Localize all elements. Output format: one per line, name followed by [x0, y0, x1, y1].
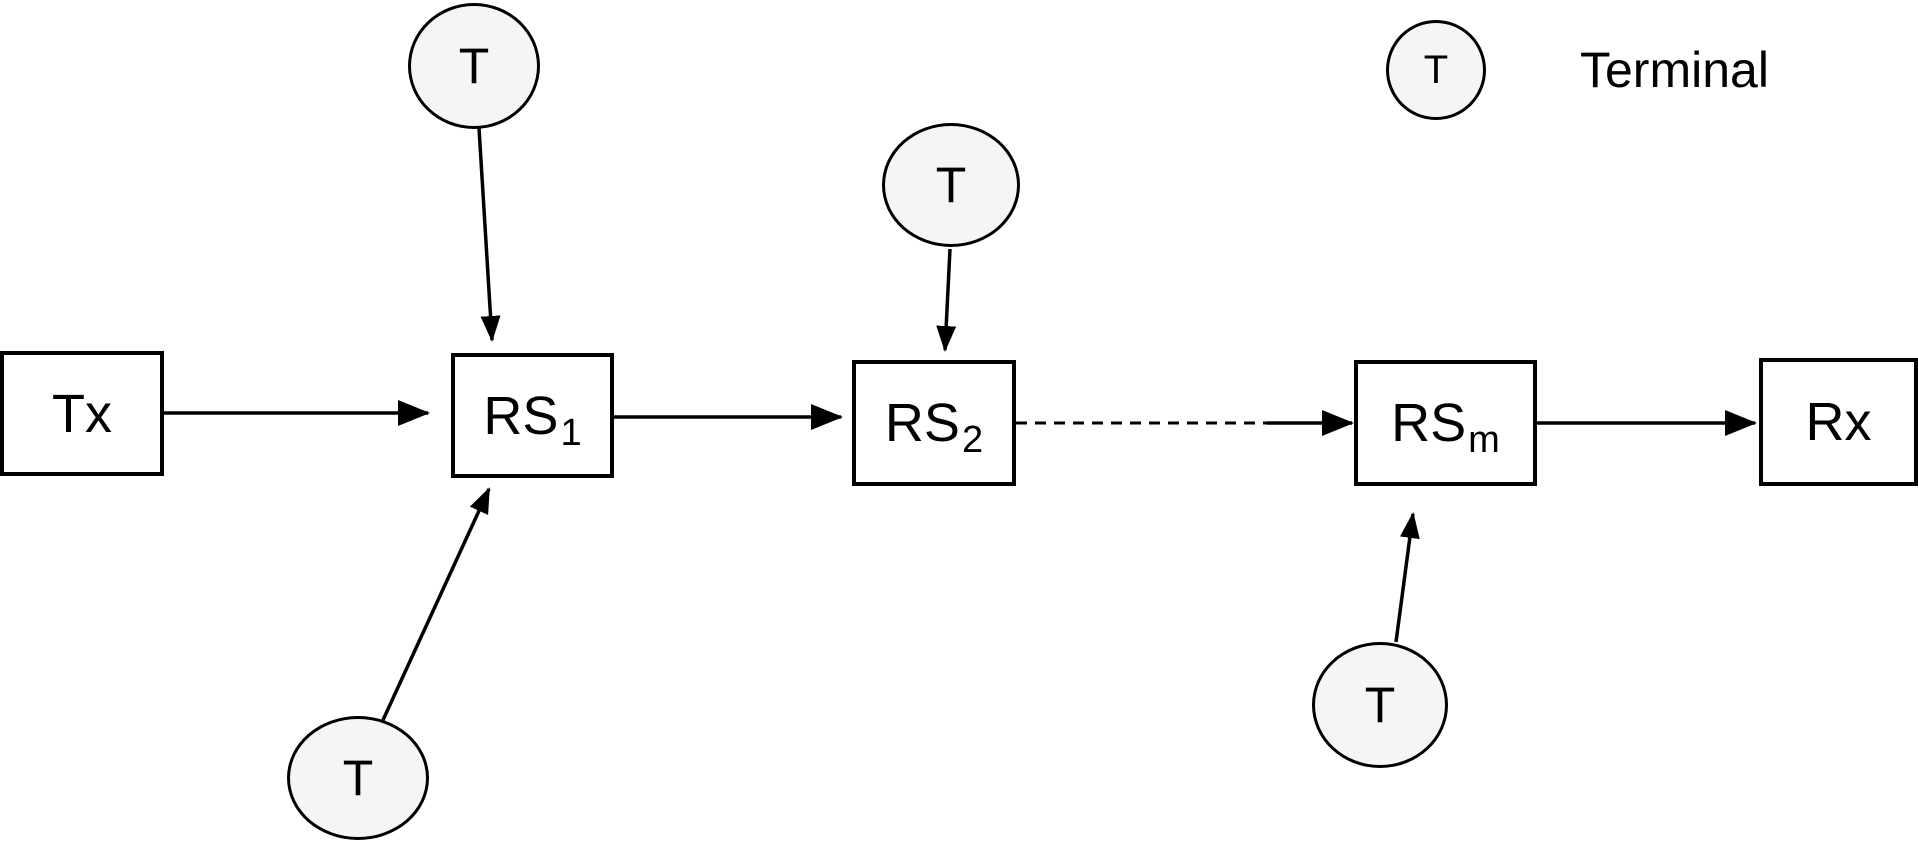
- node-rs1-label: RS: [483, 385, 559, 446]
- terminal-symbol: T: [458, 38, 490, 94]
- arrow-terminal1-to-rs1: [477, 127, 501, 342]
- node-tx-label: Tx: [52, 383, 112, 444]
- node-rs2-label: RS: [884, 393, 960, 453]
- terminal-circle-below-rsm: T: [1312, 642, 1448, 768]
- node-rs1-subscript: 1: [560, 411, 582, 454]
- terminal-circle-above-rs1: T: [408, 3, 540, 129]
- terminal-circle-below-rs1: T: [287, 716, 429, 840]
- arrow-terminal2-to-rs2: [936, 248, 957, 352]
- node-rx-label: Rx: [1805, 392, 1872, 452]
- terminal-symbol: T: [342, 750, 374, 806]
- node-rs2-subscript: 2: [961, 419, 984, 461]
- node-rx: Rx: [1759, 358, 1918, 486]
- arrow-terminal3-to-rs1: [381, 487, 491, 721]
- node-tx: Tx: [0, 351, 164, 476]
- terminal-symbol: T: [935, 157, 967, 213]
- node-rsm-label: RS: [1391, 393, 1467, 453]
- arrow-terminal4-to-rsm: [1394, 512, 1420, 643]
- legend-label: Terminal: [1580, 42, 1769, 98]
- legend-terminal-icon: T: [1386, 20, 1486, 120]
- terminal-symbol: T: [1364, 677, 1396, 733]
- legend-terminal-symbol: T: [1423, 48, 1449, 92]
- node-rsm-subscript: m: [1468, 419, 1500, 461]
- terminal-circle-above-rs2: T: [882, 123, 1020, 247]
